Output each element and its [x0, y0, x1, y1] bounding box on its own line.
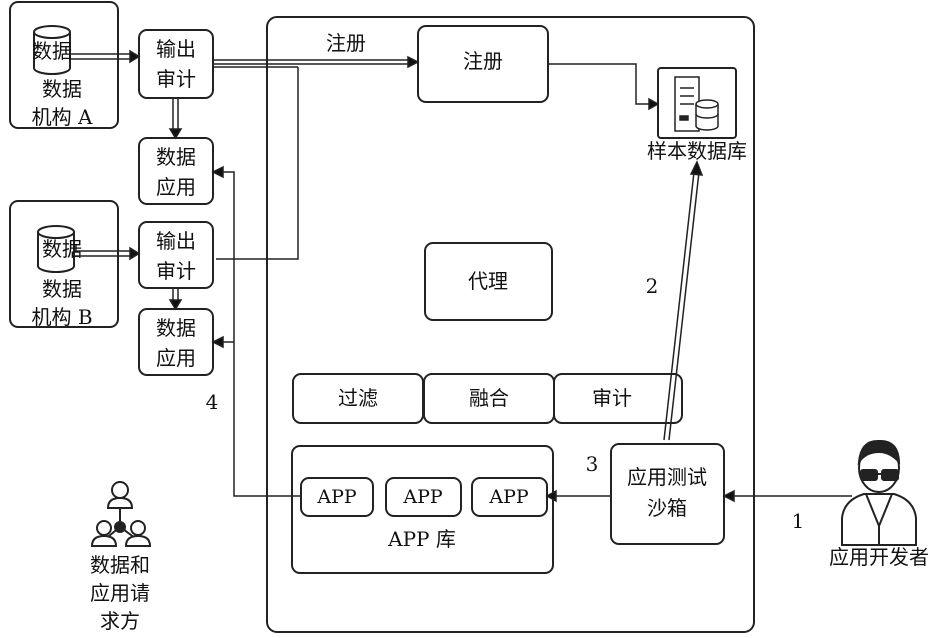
data-application-a: 数据 应用 [138, 137, 214, 205]
org-b-label-line1: 数据 [42, 277, 82, 301]
output-audit-b-line1: 输出 [156, 229, 196, 253]
filter-label: 过滤 [338, 386, 378, 410]
org-a-label-line2: 机构 A [32, 105, 93, 129]
requester-label-line2: 应用请 [90, 581, 150, 605]
app-library-label: APP 库 [387, 527, 456, 551]
sandbox-line2: 沙箱 [647, 496, 687, 520]
step-3-label: 3 [586, 452, 599, 476]
app-item-1-label: APP [316, 486, 357, 508]
register-flow-lines [213, 55, 420, 260]
proxy-box: 代理 [424, 242, 553, 321]
result-return-lines [211, 165, 300, 497]
arrow-sandbox-to-sample-db [663, 160, 704, 441]
org-b-label-line2: 机构 B [31, 305, 92, 329]
step-4-label: 4 [206, 390, 219, 414]
audit-module: 审计 [553, 373, 683, 424]
sample-db-label: 样本数据库 [647, 139, 747, 163]
data-application-b: 数据 应用 [138, 308, 214, 376]
fusion-module: 融合 [423, 373, 555, 424]
step-2-label: 2 [646, 274, 659, 298]
data-app-a-line2: 应用 [156, 175, 196, 199]
database-icon [33, 25, 71, 75]
arrow-org-a-to-audit [70, 49, 141, 64]
arrow-register-to-sample-db [548, 63, 660, 111]
sandbox-line1: 应用测试 [627, 465, 707, 489]
register-box: 注册 [417, 25, 549, 103]
output-audit-b-line2: 审计 [156, 259, 196, 283]
data-app-b-line1: 数据 [156, 316, 196, 340]
server-database-icon [674, 76, 719, 132]
app-item-3 [471, 477, 548, 517]
requester-label-line3: 求方 [100, 609, 140, 633]
data-org-a: 数据 数据 机构 A [9, 1, 119, 129]
app-item-2-label: APP [402, 486, 443, 508]
test-sandbox: 应用测试 沙箱 [610, 443, 725, 545]
requester-label-line1: 数据和 [90, 553, 150, 577]
output-audit-a-line1: 输出 [156, 37, 196, 61]
data-app-b-line2: 应用 [156, 346, 196, 370]
data-app-a-line1: 数据 [156, 145, 196, 169]
fusion-label: 融合 [469, 386, 509, 410]
sample-database: 样本数据库 [647, 67, 747, 163]
arrow-sandbox-to-app-lib [545, 489, 611, 503]
arrow-audit-b-to-app [168, 288, 183, 311]
org-b-db-label: 数据 [42, 237, 82, 261]
database-icon [37, 225, 75, 273]
app-library: APP APP APP APP 库 [291, 445, 554, 574]
developer-icon [841, 439, 917, 546]
audit-label: 审计 [592, 386, 632, 410]
output-audit-a: 输出 审计 [138, 29, 214, 99]
filter-module: 过滤 [292, 373, 424, 424]
developer-label: 应用开发者 [829, 545, 929, 569]
arrow-developer-to-sandbox [722, 489, 852, 503]
output-audit-b: 输出 审计 [138, 221, 214, 289]
arrow-audit-a-to-app [168, 98, 183, 140]
arrow-org-b-to-audit [74, 246, 141, 261]
app-item-1 [300, 477, 374, 517]
data-org-b: 数据 数据 机构 B [9, 200, 119, 329]
org-a-label-line1: 数据 [42, 77, 82, 101]
proxy-box-label: 代理 [468, 269, 508, 293]
step-1-label: 1 [792, 509, 805, 533]
org-a-db-label: 数据 [32, 39, 72, 63]
register-box-label: 注册 [463, 49, 503, 73]
platform-container [266, 16, 755, 633]
app-item-3-label: APP [488, 486, 529, 508]
register-arrow-label: 注册 [326, 31, 366, 55]
app-item-2 [385, 477, 462, 517]
requester-network-icon [90, 481, 152, 547]
output-audit-a-line2: 审计 [156, 67, 196, 91]
